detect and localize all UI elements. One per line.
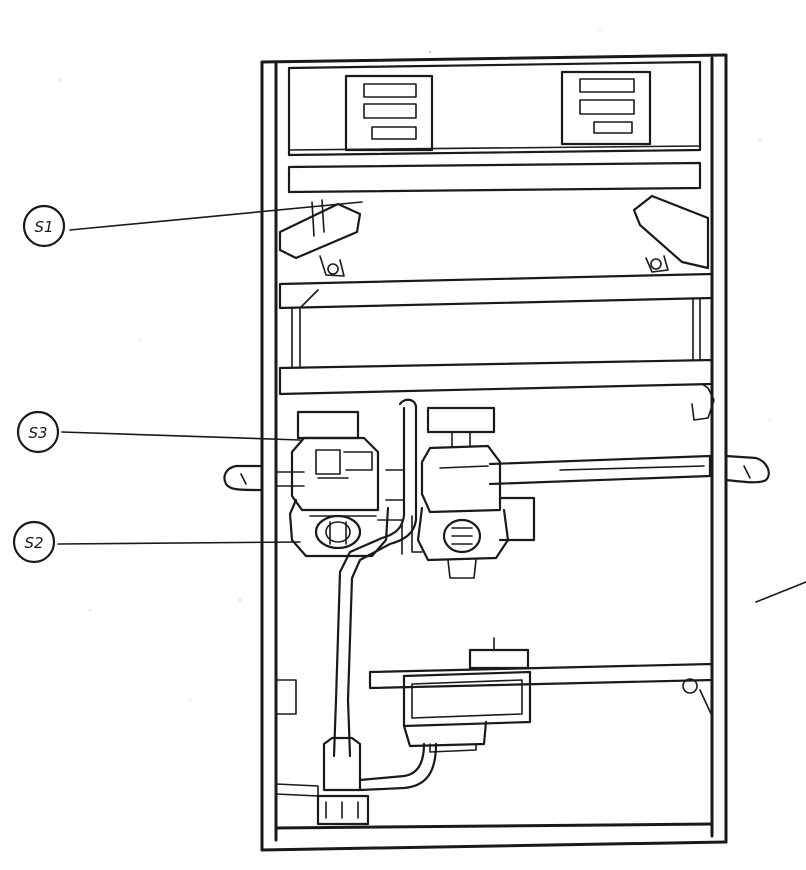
callout-s3-label: S3 [28, 424, 47, 442]
left-nozzle-holster [278, 202, 362, 277]
paper-texture [59, 29, 771, 701]
right-riser [691, 297, 715, 421]
stray-mark [755, 581, 806, 603]
lower-rail [368, 662, 714, 717]
upper-crossbar [278, 272, 714, 310]
middle-crossbar [278, 358, 714, 396]
right-nozzle-holster [632, 194, 710, 273]
right-side-handle [724, 454, 770, 484]
left-delivery-hose [332, 398, 418, 758]
right-price-display [560, 70, 652, 146]
display-head [287, 60, 702, 194]
lower-piping [275, 736, 438, 826]
right-pump-unit [411, 406, 536, 579]
cabinet-frame [260, 53, 728, 852]
callout-s1-label: S1 [34, 218, 53, 236]
drive-shaft [275, 454, 712, 487]
callout-s3: S3 [16, 410, 60, 454]
callout-s1: S1 [22, 204, 66, 248]
callout-s2-label: S2 [24, 534, 43, 552]
left-price-display [344, 74, 434, 152]
motor-unit [402, 637, 532, 753]
callout-leaders [57, 201, 363, 545]
callout-s2: S2 [12, 520, 56, 564]
left-sight-glass [314, 514, 362, 550]
left-side-handle [223, 464, 264, 492]
left-base-bracket [275, 679, 297, 715]
vertical-pipe-left [291, 199, 325, 369]
left-pump-unit [288, 410, 405, 558]
